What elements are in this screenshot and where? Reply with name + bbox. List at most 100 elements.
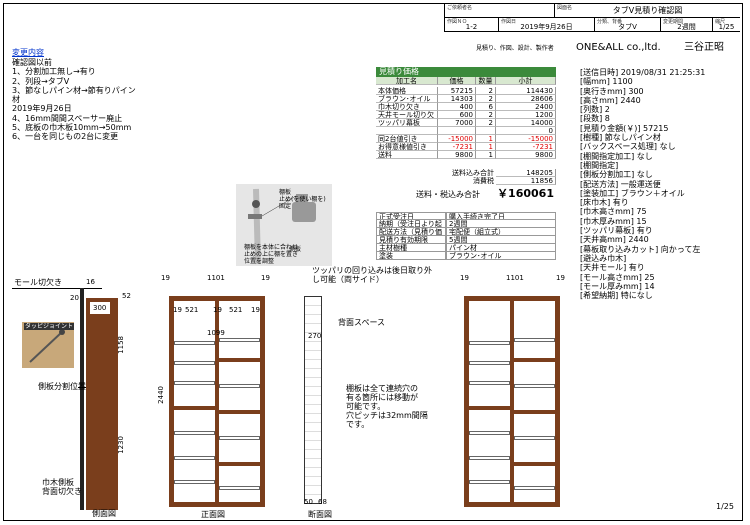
leader-line	[12, 288, 102, 289]
estimate-cell-qty: 2	[476, 87, 496, 95]
drawing-no-label: 作図ＮＯ	[447, 19, 468, 25]
spec-line: [避込み巾木]	[580, 253, 627, 263]
estimate-row: ブラウン･オイル塗装14303228606	[376, 95, 556, 103]
estimate-cell-qty: 6	[476, 103, 496, 111]
spec-line: [棚間指定加工] なし	[580, 151, 653, 161]
date-label: 作図日	[501, 19, 517, 25]
photo-caption-1: 棚板 止め(を使い棚を) 固定	[279, 189, 326, 210]
customer-label: ご依頼者名	[447, 5, 473, 11]
shelf-board	[469, 456, 510, 460]
estimate-cell-qty	[476, 127, 496, 135]
dim-52: 52	[122, 292, 131, 300]
grand-label: 送料・税込み合計	[416, 190, 480, 199]
tax-label: 消費税	[473, 177, 494, 185]
spec-line: [ツッパリ幕板] 有り	[580, 226, 653, 236]
shelf-board	[219, 358, 260, 362]
estimate-cell-name	[376, 127, 438, 135]
leader-line	[78, 387, 86, 388]
shelf-board	[174, 381, 215, 385]
bottom-baseboard	[169, 502, 265, 507]
estimate-cell-price: -15000	[438, 135, 476, 143]
estimate-cell-qty: 1	[476, 135, 496, 143]
spec-line: [送信日時] 2019/08/31 21:25:31	[580, 68, 706, 77]
col-header-subtotal: 小計	[496, 77, 556, 85]
baseboard-cut-label: 巾木側板 背面切欠き	[42, 478, 82, 496]
change-line: 6、一台を同じもの2台に変更	[12, 132, 119, 142]
period-cell: 変更期間 2週間	[660, 18, 712, 32]
estimate-cell-name: お得意様値引き	[376, 143, 438, 151]
section-view-title: 断面図	[308, 510, 332, 519]
dim-1230: 1230	[117, 436, 125, 454]
dim-1099: 1099	[207, 329, 225, 337]
dim-1101: 1101	[506, 274, 524, 282]
spec-line: [側板分割加工] なし	[580, 170, 653, 180]
spec-line: [巾木厚みmm] 15	[580, 216, 647, 226]
center-divider	[510, 301, 514, 507]
shelf-board	[514, 486, 555, 490]
drawing-name-cell: 図面名 タブV見積り確認図	[554, 4, 740, 18]
estimate-cell-sub: -7231	[496, 143, 556, 151]
estimate-cell-name: 本体価格	[376, 87, 438, 95]
estimate-cell-name: 同2台値引き	[376, 135, 438, 143]
spec-line: [列数] 2	[580, 105, 610, 115]
estimate-cell-price: -7231	[438, 143, 476, 151]
estimate-row: 天井モール切り欠き60021200	[376, 111, 556, 119]
change-line: 3、節なしパイン材→節有りパイン	[12, 85, 136, 95]
drawing-name: タブV見積り確認図	[612, 6, 683, 15]
order-value: パイン材	[446, 244, 556, 252]
estimate-cell-qty: 1	[476, 151, 496, 159]
back-space-label: 背面スペース	[338, 318, 386, 327]
date-cell: 作図日 2019年9月26日	[498, 18, 594, 32]
page-number: 1/25	[716, 502, 734, 511]
spec-line: [見積り金額(￥)] 57215	[580, 123, 669, 133]
mall-cut-label: モール切欠き	[14, 278, 62, 287]
side-top-box	[90, 302, 110, 314]
dim-19: 19	[460, 274, 469, 282]
side-view-title: 側面図	[92, 509, 116, 518]
shelf-board	[174, 480, 215, 484]
shelf-note: 棚板は全て連続穴の 有る箇所には移動が 可能です。 穴ピッチは32mm間隔 です…	[346, 384, 428, 429]
estimate-cell-price: 14303	[438, 95, 476, 103]
dim-19: 19	[161, 274, 170, 282]
dim-19: 19	[556, 274, 565, 282]
front-view-title: 正面図	[201, 510, 225, 519]
scale: 1/25	[718, 23, 735, 31]
shelf-board	[469, 480, 510, 484]
category: タブV	[618, 23, 637, 31]
shelf-board	[469, 431, 510, 435]
order-key: 塗装	[376, 252, 446, 260]
spec-line: [モール厚みmm] 14	[580, 281, 655, 291]
shelf-board	[469, 406, 510, 410]
spec-line: [巾木高さmm] 75	[580, 207, 647, 217]
shelf-board	[219, 462, 260, 466]
tax-value: 11856	[496, 177, 556, 185]
tab-joint-label: タッピジョイント	[24, 323, 75, 330]
shelf-board	[514, 338, 555, 342]
drawing-no: 1-2	[465, 23, 478, 31]
estimate-cell-qty: 2	[476, 119, 496, 127]
center-divider	[215, 301, 219, 507]
spec-list: [送信日時] 2019/08/31 21:25:31[幅mm] 1100[奥行き…	[580, 68, 740, 300]
designer-name: 三谷正昭	[684, 42, 724, 53]
change-notes-title: 変更内容	[12, 48, 44, 57]
shelf-board	[174, 431, 215, 435]
shelf-board	[219, 436, 260, 440]
order-key: 主材樹種	[376, 244, 446, 252]
estimate-header-row: 加工名 価格 数量 小計	[376, 77, 556, 85]
order-row: 正式受注日購入手続き完了日	[376, 212, 556, 220]
estimate-cell-sub: 14000	[496, 119, 556, 127]
photo-caption-2: 側板	[289, 246, 302, 253]
estimate-cell-price: 400	[438, 103, 476, 111]
left-side-panel	[169, 301, 174, 507]
top-molding	[464, 296, 560, 301]
company-name: ONE&ALL co.,ltd.	[576, 42, 661, 53]
spec-line: [棚間指定]	[580, 160, 619, 170]
side-panel	[86, 298, 118, 510]
change-line: 1、分割加工無し→有り	[12, 67, 96, 77]
col-header-qty: 数量	[476, 77, 496, 85]
front-view: 19 1101 19 19 521 19 521 19 1099 2440 正面…	[157, 266, 319, 519]
estimate-cell-name: ツッパリ幕板	[376, 119, 438, 127]
